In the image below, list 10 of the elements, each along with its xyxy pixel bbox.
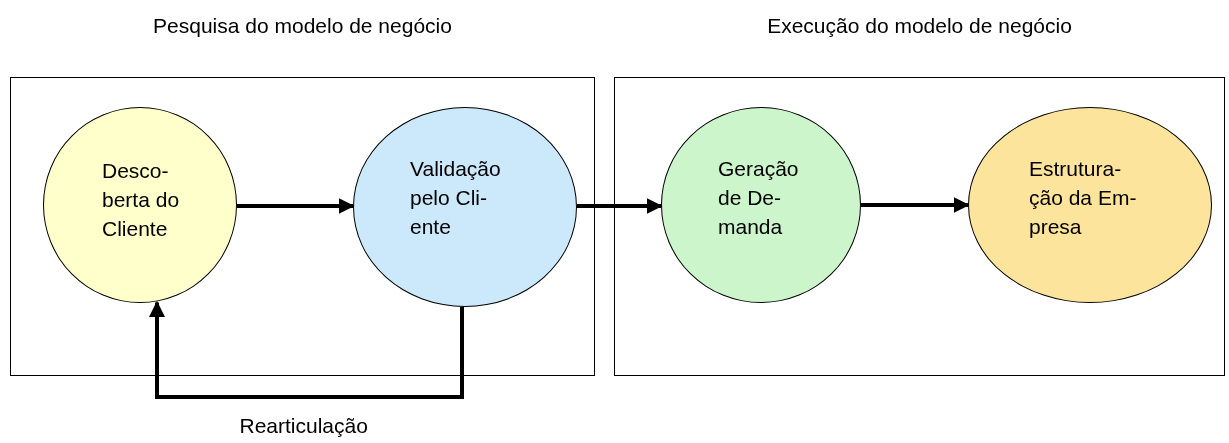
arrow xyxy=(861,197,970,213)
phase-heading: Pesquisa do modelo de negócio xyxy=(152,14,453,38)
arrow xyxy=(149,300,464,399)
ellipse-label: Validação pelo Cli- ente xyxy=(410,156,502,240)
ellipse-label: Estrutura- ção da Em- presa xyxy=(1029,156,1138,240)
arrow xyxy=(577,198,663,214)
ellipse-label: Geração de De- manda xyxy=(718,156,800,240)
ellipse-label: Desco- berta do Cliente xyxy=(102,158,181,242)
arrow xyxy=(237,198,355,214)
phase-heading: Execução do modelo de negócio xyxy=(766,14,1073,38)
